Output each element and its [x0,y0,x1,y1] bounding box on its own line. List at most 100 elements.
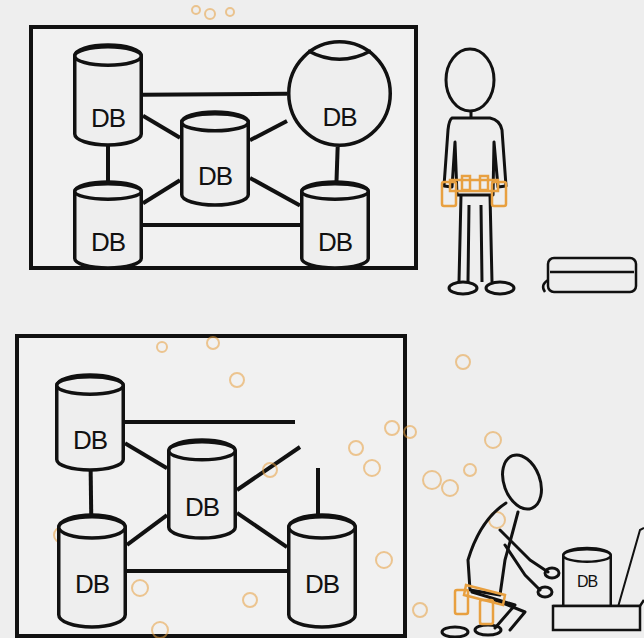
database-node: DB [73,45,143,145]
bubble [226,8,234,16]
tool-belt [442,176,506,206]
wire-connector [250,178,300,206]
bubble [442,480,458,496]
cylinder-body [57,375,124,470]
toolbox [543,258,636,292]
bubble [423,471,441,489]
bubble [192,6,200,14]
bubble [207,337,219,349]
bubble [152,622,168,638]
database-node: DB [287,40,392,147]
database-cylinder-outline [167,440,237,538]
bubble [485,432,501,448]
worker-foot [449,282,477,294]
worker-hand [538,587,552,597]
laptop-screen [612,528,644,628]
worker-arms [500,530,548,590]
bubble [349,441,363,455]
database-node: DB [57,515,127,627]
bubbles [54,6,505,638]
broken-wire [237,447,300,490]
worker-hand [545,568,559,578]
belt-tool [480,176,488,190]
database-bulb-outline [287,40,392,147]
bubble [404,426,416,438]
database-node: DB [180,112,250,205]
panel-frame [17,336,405,636]
cylinder-top [57,377,124,394]
cylinder-top [289,517,356,538]
toolbox-lid [550,271,634,274]
database-cylinder-outline [55,375,125,470]
worker-legs [472,592,525,630]
wire-connector [143,92,287,97]
database-node: DB [300,182,370,268]
wire-connector [143,116,180,138]
database-node: DB [167,440,237,538]
node-label: DB [180,163,250,189]
belt-strap [464,585,505,605]
node-label: DB [73,105,143,131]
node-label: DB [287,104,392,130]
cylinder-top [59,517,126,538]
cylinder-top [182,114,249,131]
worker-foot [475,625,501,635]
node-label: DB [287,571,357,597]
cylinder-body [182,112,249,205]
bubble [464,464,476,476]
worker-crouching [442,450,559,637]
worker-body [468,503,518,595]
broken-wire [125,420,295,424]
bubble [263,463,277,477]
node-label: DB [55,427,125,453]
wire-connector [89,470,94,515]
cylinder-top [75,184,142,199]
worker-legs [459,195,492,282]
worker-head [446,49,494,111]
belt-pouch [442,182,456,206]
bulb-rim [308,51,371,60]
wire-connector [336,147,337,182]
node-label: DB [167,494,237,520]
node-label: DB [300,229,370,255]
database-cylinder-outline [180,112,250,205]
database-node: DB [73,182,143,268]
bubble [243,593,257,607]
belt-tool [462,176,470,190]
wire-connector [143,180,180,203]
worker-standing [444,49,514,294]
wire-connector [237,513,287,547]
cylinder-body [169,440,236,538]
tool-belt [455,585,505,624]
bubble [413,603,427,617]
worker-foot [442,627,468,637]
bubble [132,580,148,596]
toolbox-latch [543,280,548,292]
bubble [230,373,244,387]
wire-connector [250,121,287,140]
cylinder-top [563,549,611,561]
database-node: DB [287,515,357,627]
database-node: DB [562,548,612,616]
cylinder-top [75,47,142,66]
worker-body [444,118,506,195]
node-label: DB [57,571,127,597]
belt-pouch [455,590,468,614]
cylinder-top [302,184,369,199]
wire-connector [106,145,110,182]
belt-pouch [492,182,506,206]
toolbox-case [548,258,636,292]
bubble [157,342,167,352]
bubble [456,355,470,369]
bubble [205,9,215,19]
worker-foot [486,282,514,294]
panel-frame [31,27,416,268]
node-label: DB [73,229,143,255]
database-node: DB [55,375,125,470]
cylinder-top [169,442,236,460]
bubble [376,552,392,568]
node-label: DB [562,574,612,590]
wire-connector [127,569,287,573]
wire-connector [127,515,167,545]
